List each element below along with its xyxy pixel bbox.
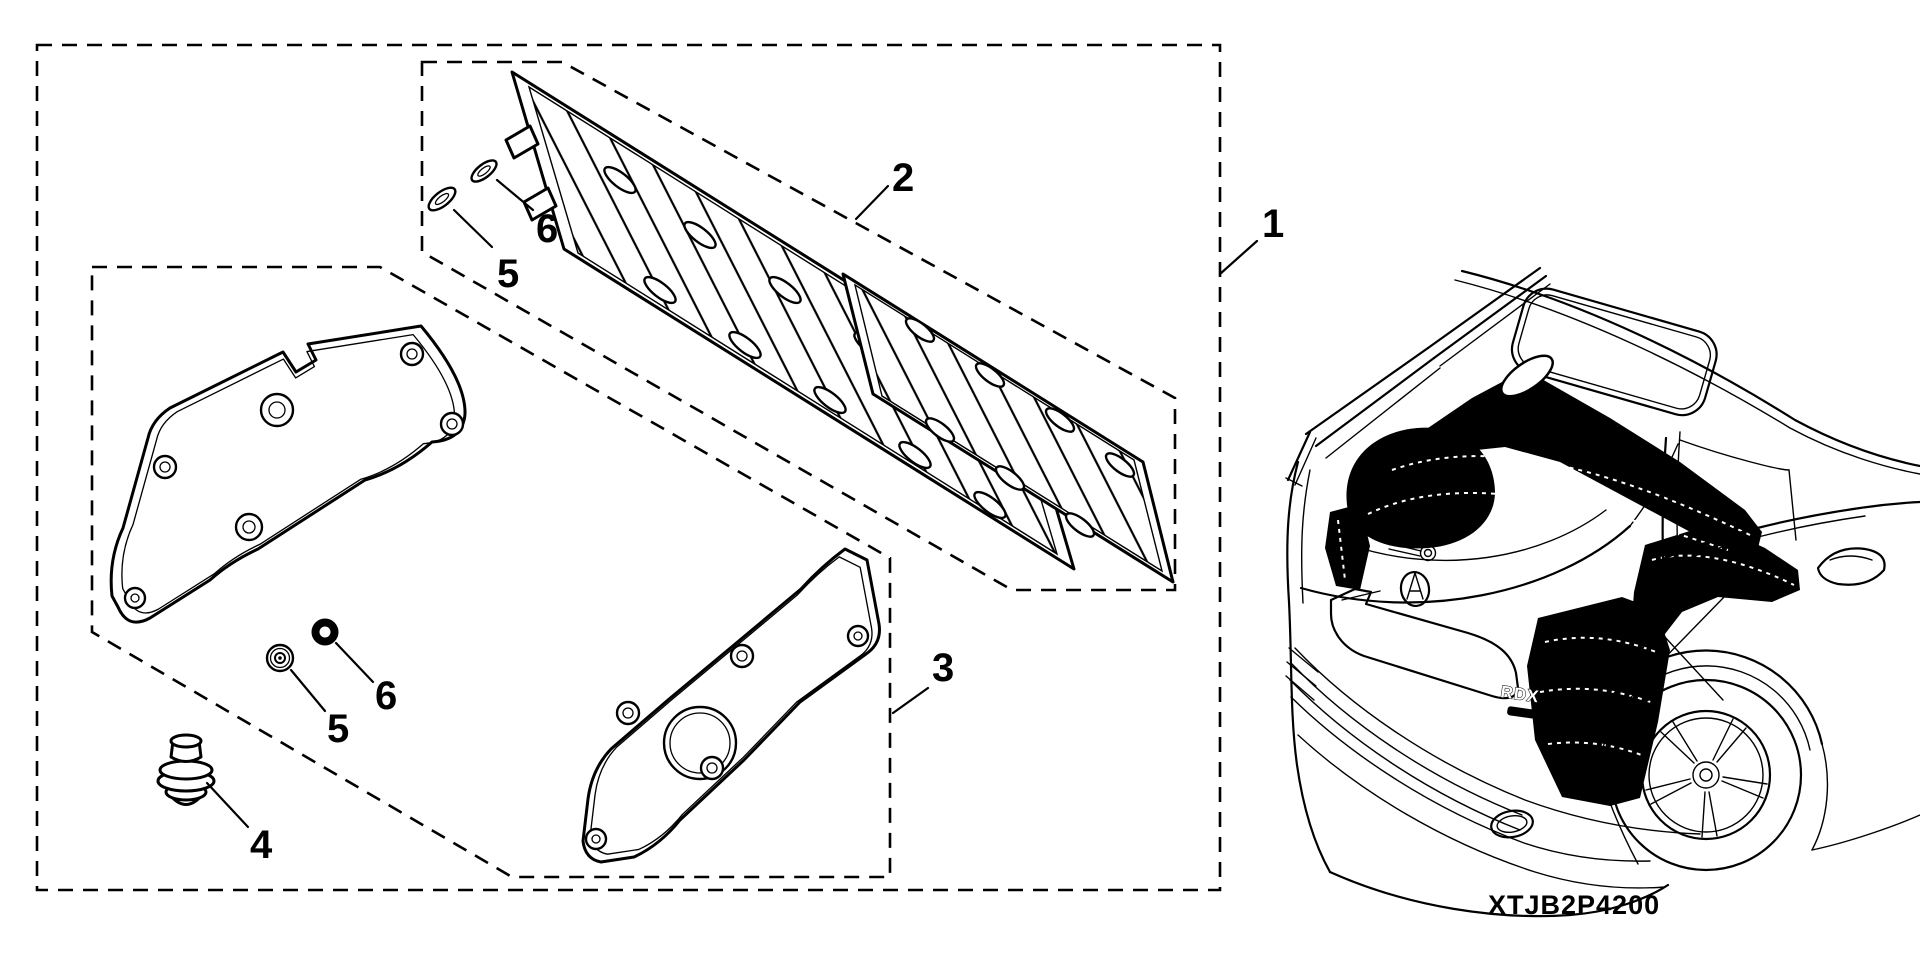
grommet-oval-item6 [470, 159, 498, 183]
trim-badge [1507, 706, 1544, 720]
vehicle-illustration: RDX [1285, 266, 1920, 918]
callout-6-upper: 6 [536, 207, 558, 251]
cargo-cover-panel-left [504, 70, 1076, 571]
cover-assembly-boundary [420, 60, 1177, 592]
cargo-cover-panel-right [841, 272, 1175, 584]
exhaust-tip [1490, 809, 1534, 839]
attachment-leader-line [1611, 593, 1728, 713]
taillight-left [1325, 504, 1370, 590]
bracket-left [109, 324, 467, 624]
parcel-shelf-edge [1349, 509, 1607, 562]
bracket-right [581, 547, 881, 864]
rear-wheel [1609, 678, 1803, 872]
grommet-oval-item5 [427, 186, 457, 212]
washer-item6-lower [311, 618, 339, 646]
installed-cargo-cover-silhouette [1346, 354, 1800, 666]
part-code-label: XTJB2P4200 [1488, 890, 1660, 920]
acura-emblem-icon [1399, 570, 1431, 608]
cover-handle [1500, 354, 1554, 398]
tailgate-body [1285, 460, 1701, 918]
sunroof [1510, 287, 1718, 417]
door-handle [1816, 547, 1886, 586]
callout-leader-lines [205, 178, 1259, 829]
rear-wheel-arch [1588, 649, 1920, 851]
attachment-leader-line [1651, 622, 1724, 701]
callout-3: 3 [932, 646, 954, 690]
taillight-right [1527, 597, 1670, 806]
callout-4: 4 [250, 823, 273, 867]
bracket-assembly-boundary [90, 265, 892, 879]
callout-2: 2 [892, 156, 914, 200]
kit-boundary-box [35, 43, 1222, 892]
callout-5-lower: 5 [327, 707, 349, 751]
callout-6-lower: 6 [375, 674, 397, 718]
panel-slot-holes [904, 317, 1136, 538]
model-badge: RDX [1499, 682, 1540, 706]
side-body [1621, 431, 1920, 689]
grommet-item5-lower [265, 643, 295, 673]
rear-wiper-pivot [1387, 542, 1437, 562]
wheel-spokes [1645, 718, 1768, 838]
push-clip-item4 [156, 733, 216, 806]
license-plate-recess [1329, 587, 1520, 700]
callout-1: 1 [1262, 202, 1284, 246]
callout-5-upper: 5 [497, 252, 519, 296]
roofline [1454, 269, 1920, 475]
